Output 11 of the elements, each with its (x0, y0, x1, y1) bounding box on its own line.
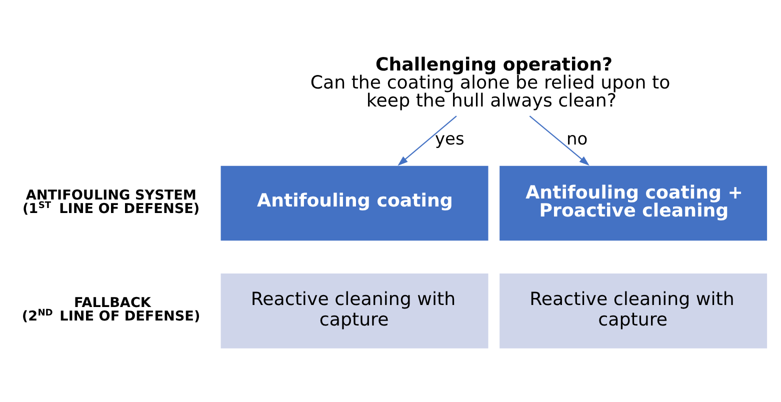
label: FALLBACK (2$^{ND}$ LINE OF DEFENSE) (22, 295, 200, 325)
node-box: Antifouling coating + Proactive cleaning (497, 164, 770, 243)
node-box: Reactive cleaning with capture (497, 271, 770, 351)
arrow (398, 116, 457, 166)
arrow (529, 116, 590, 166)
edge-label: no (566, 129, 588, 150)
node-text: Challenging operation? Can the coating alone be relied upon to keep the hull always clean? (310, 54, 670, 112)
edge-label: yes (434, 129, 464, 150)
node-box: Reactive cleaning with capture (218, 271, 491, 351)
node-box: Antifouling coating (218, 164, 491, 243)
label: ANTIFOULING SYSTEM (1$^{ST}$ LINE OF DEFENSE) (22, 187, 200, 218)
